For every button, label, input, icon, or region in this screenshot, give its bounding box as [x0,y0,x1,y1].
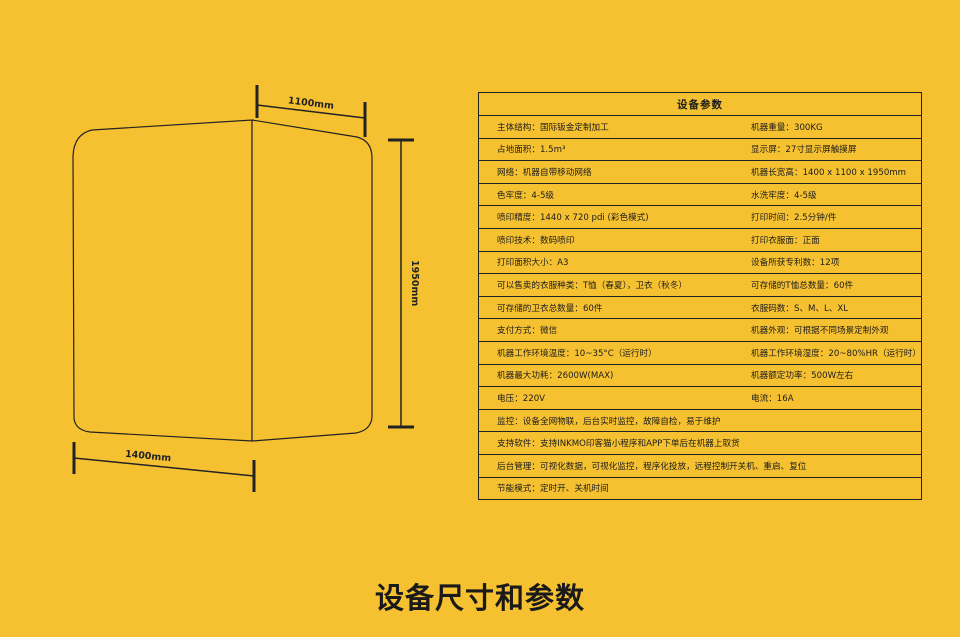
page-caption: 设备尺寸和参数 [374,581,585,615]
spec-row: 可以售卖的衣服种类：T恤（春夏），卫衣（秋冬）可存储的T恤总数量：60件 [478,273,923,297]
spec-cell-right: 打印衣服面：正面 [713,227,923,252]
spec-row: 喷印精度：1440 x 720 pdi (彩色模式)打印时间：2.5分钟/件 [478,205,923,229]
spec-row: 色牢度：4-5级水洗牢度：4-5级 [478,182,923,207]
spec-cell-right: 机器外观：可根据不同场景定制外观 [713,318,923,342]
spec-cell-right: 显示屏：27寸显示屏触摸屏 [713,137,923,162]
spec-cell-left: 色牢度：4-5级 [478,182,714,207]
spec-cell-left: 电压：220V [478,386,714,410]
width-dimension-line [255,85,367,137]
spec-cell-left: 喷印精度：1440 x 720 pdi (彩色模式) [478,205,714,229]
spec-cell-left: 可存储的卫衣总数量：60件 [478,295,714,320]
spec-row: 机器最大功耗：2600W(MAX)机器额定功率：500W左右 [478,363,923,388]
spec-cell-right: 电流：16A [713,386,923,410]
spec-row-full: 后台管理：可视化数据，可视化监控，程序化投放，远程控制开关机、重启、复位 [478,453,922,478]
spec-cell-right: 机器长宽高：1400 x 1100 x 1950mm [713,160,923,184]
height-label: 1950mm [409,260,420,306]
spec-cell-left: 支付方式：微信 [478,318,714,342]
spec-cell-left: 可以售卖的衣服种类：T恤（春夏），卫衣（秋冬） [478,273,714,297]
spec-cell-left: 喷印技术：数码喷印 [478,227,714,252]
spec-cell-full: 节能模式：定时开、关机时间 [478,476,922,501]
depth-dimension-line [72,442,256,492]
spec-row-full: 节能模式：定时开、关机时间 [478,476,922,501]
cabinet-front-face [72,119,253,442]
spec-cell-right: 机器重量：300KG [713,115,923,139]
spec-cell-left: 网络：机器自带移动网络 [478,160,714,184]
spec-row: 支付方式：微信机器外观：可根据不同场景定制外观 [478,318,923,342]
spec-row: 可存储的卫衣总数量：60件衣服码数：S、M、L、XL [478,295,923,320]
spec-cell-left: 机器工作环境温度：10~35°C（运行时） [478,340,714,365]
spec-table-title: 设备参数 [478,92,922,116]
spec-cell-full: 监控：设备全网物联，后台实时监控，故障自检，易于维护 [478,408,922,433]
spec-row: 网络：机器自带移动网络机器长宽高：1400 x 1100 x 1950mm [478,160,923,184]
spec-cell-left: 打印面积大小：A3 [478,250,714,275]
spec-cell-full: 后台管理：可视化数据，可视化监控，程序化投放，远程控制开关机、重启、复位 [478,453,922,478]
cabinet-side-face [251,119,373,442]
spec-cell-right: 衣服码数：S、M、L、XL [713,295,923,320]
spec-row-full: 监控：设备全网物联，后台实时监控，故障自检，易于维护 [478,408,922,433]
height-dimension-line [388,138,414,429]
spec-cell-left: 占地面积：1.5m³ [478,137,714,162]
spec-table-header: 设备参数 [478,92,922,116]
spec-cell-left: 机器最大功耗：2600W(MAX) [478,363,714,388]
depth-label: 1400mm [125,449,172,464]
spec-cell-right: 可存储的T恤总数量：60件 [713,273,923,297]
spec-row: 喷印技术：数码喷印打印衣服面：正面 [478,227,923,252]
spec-row: 主体结构：国际钣金定制加工机器重量：300KG [478,115,923,139]
spec-cell-right: 机器工作环境湿度：20~80%HR（运行时） [713,340,923,365]
spec-row-full: 支持软件：支持INKMO印客猫小程序和APP下单后在机器上取货 [478,431,922,455]
machine-dimension-diagram: 1100mm 1950mm 1400mm [72,85,420,492]
spec-cell-right: 设备所获专利数：12项 [713,250,923,275]
spec-cell-full: 支持软件：支持INKMO印客猫小程序和APP下单后在机器上取货 [478,431,922,455]
spec-cell-right: 机器额定功率：500W左右 [713,363,923,388]
spec-cell-right: 打印时间：2.5分钟/件 [713,205,923,229]
spec-row: 机器工作环境温度：10~35°C（运行时）机器工作环境湿度：20~80%HR（运… [478,340,923,365]
spec-cell-right: 水洗牢度：4-5级 [713,182,923,207]
spec-cell-left: 主体结构：国际钣金定制加工 [478,115,714,139]
